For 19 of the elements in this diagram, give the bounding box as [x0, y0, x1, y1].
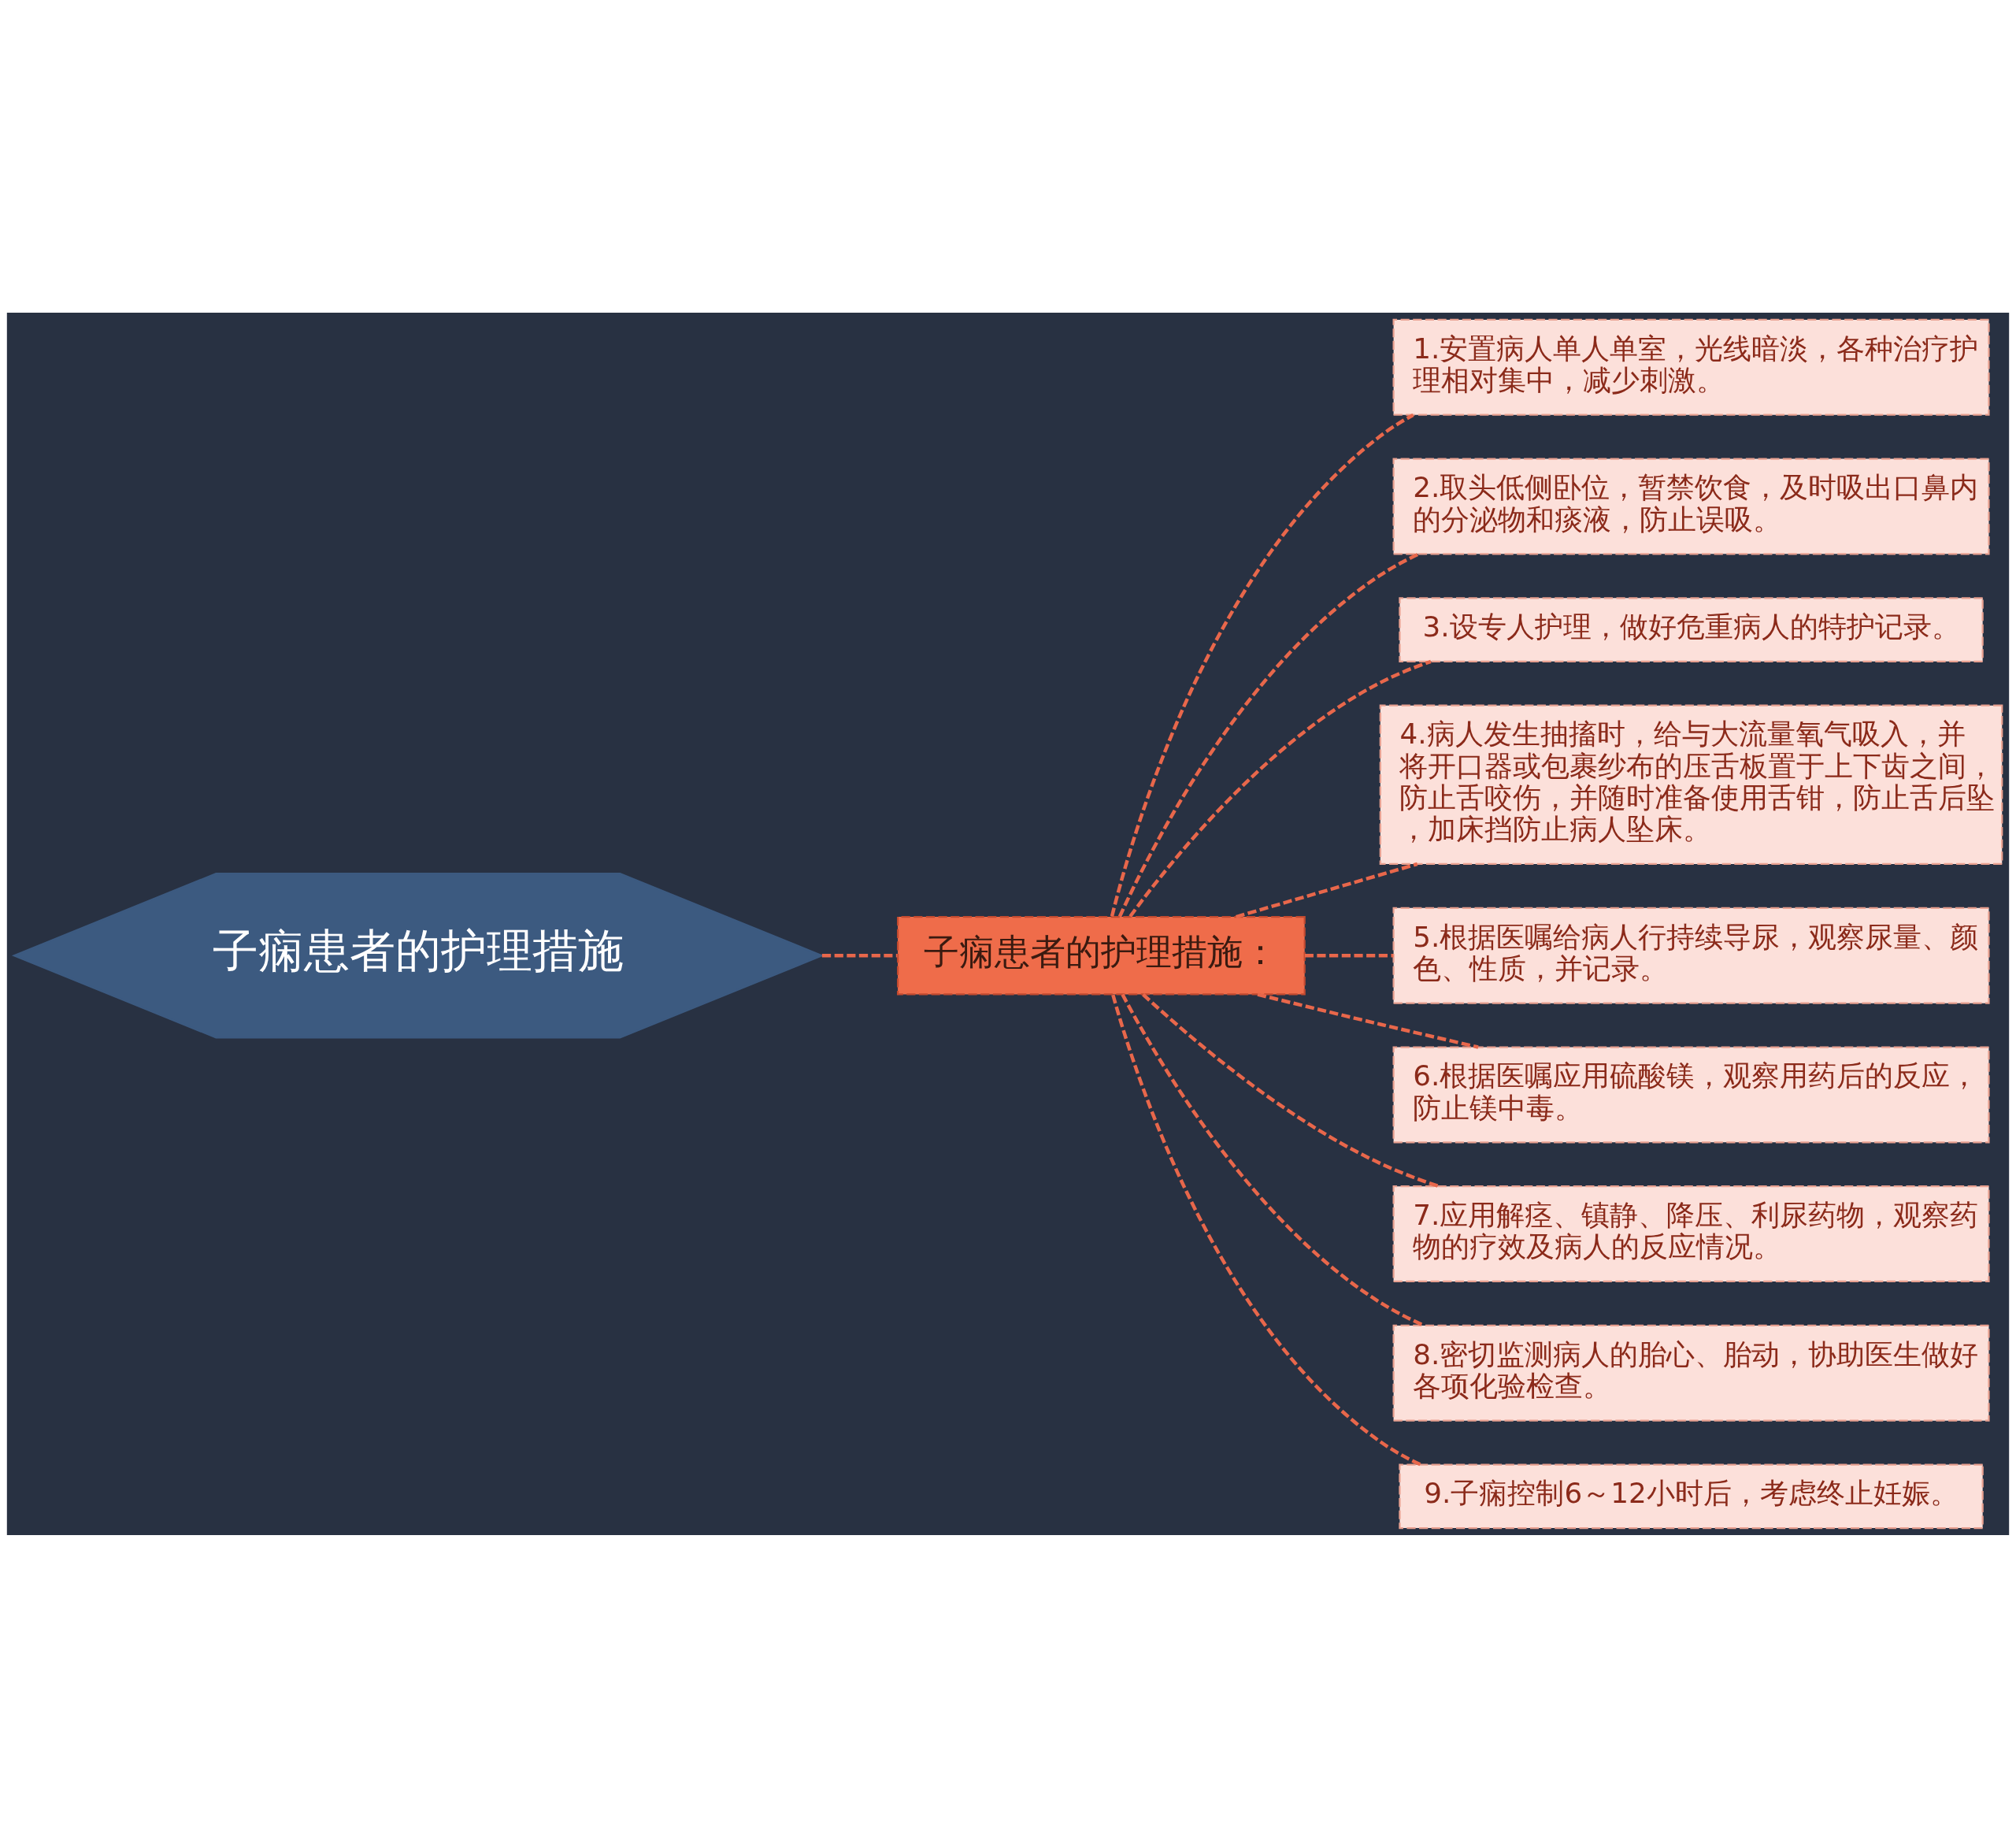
node-box: 1.安置病人单人单室，光线暗淡，各种治疗护理相对集中，减少刺激。	[1392, 318, 1990, 416]
node-box: 8.密切监测病人的胎心、胎动，协助医生做好各项化验检查。	[1392, 1324, 1990, 1422]
node-box: 3.设专人护理，做好危重病人的特护记录。	[1399, 596, 1984, 662]
node-box: 6.根据医嘱应用硫酸镁，观察用药后的反应，防止镁中毒。	[1392, 1045, 1990, 1143]
node-box: 7.应用解痉、镇静、降压、利尿药物，观察药物的疗效及病人的反应情况。	[1392, 1185, 1990, 1282]
connector	[1235, 862, 1418, 918]
node-box: 子痫患者的护理措施：	[896, 915, 1306, 996]
connector	[1304, 953, 1394, 957]
node-box: 9.子痫控制6～12小时后，考虑终止妊娠。	[1399, 1463, 1984, 1529]
connector	[1142, 992, 1440, 1188]
node-box: 2.取头低侧卧位，暂禁饮食，及时吸出口鼻内的分泌物和痰液，防止误吸。	[1392, 458, 1990, 554]
node-box: 4.病人发生抽搐时，给与大流量氧气吸入，并将开口器或包裹纱布的压舌板置于上下齿之间，防止舌咬伤，并随时准备使用舌钳，防止舌后坠，加床挡防止病人坠床。	[1379, 704, 2003, 865]
connector	[1117, 552, 1419, 918]
node-box: 5.根据医嘱给病人行持续导尿，观察尿量、颜色、性质，并记录。	[1392, 907, 1990, 1004]
connector	[1257, 992, 1479, 1049]
connector	[1110, 413, 1414, 917]
connector	[1111, 994, 1421, 1466]
connector	[821, 953, 898, 957]
connector	[1128, 659, 1432, 918]
